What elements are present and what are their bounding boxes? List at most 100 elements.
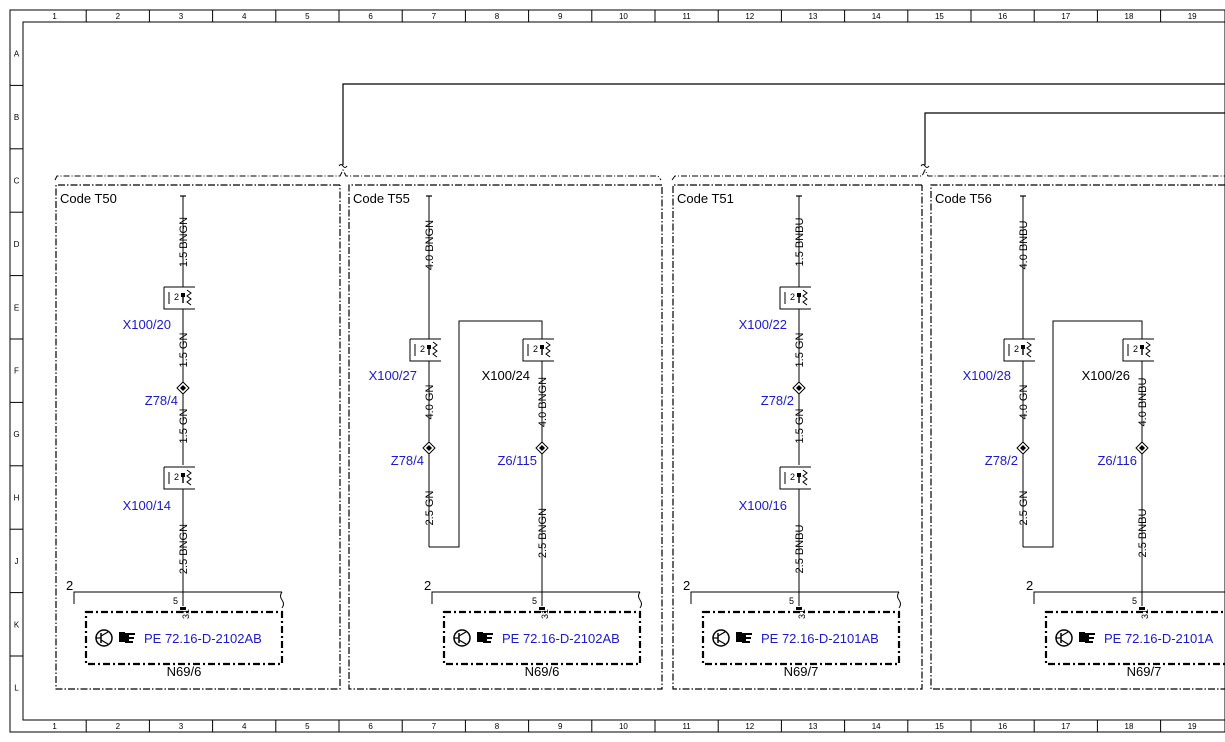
column-label-bottom: 16 (998, 722, 1007, 731)
column-label-bottom: 3 (179, 722, 184, 731)
connector-symbol: 2 (779, 286, 811, 310)
panel-code-label: Code T50 (60, 191, 117, 206)
module-pin-bracket (73, 591, 282, 604)
module-pin-number: 2 (66, 578, 73, 593)
module-pin-number: 2 (683, 578, 690, 593)
column-label-top: 8 (495, 12, 500, 21)
row-label: F (14, 367, 19, 376)
connector-label: X100/14 (123, 498, 171, 513)
column-label-bottom: 1 (52, 722, 57, 731)
connector-symbol: 2 (779, 466, 811, 490)
wire-jumper (1023, 320, 1143, 548)
group-bracket-1 (54, 168, 662, 181)
column-label-top: 19 (1188, 12, 1197, 21)
module-terminal (539, 607, 545, 610)
feed-line-2 (924, 112, 1225, 165)
column-label-bottom: 18 (1125, 722, 1134, 731)
column-label-top: 13 (809, 12, 818, 21)
module-break (638, 591, 642, 609)
wire-label: 4.0 BNGN (537, 377, 549, 427)
column-label-bottom: 6 (368, 722, 373, 731)
panel-frame (930, 184, 1225, 690)
column-label-bottom: 7 (432, 722, 437, 731)
column-label-top: 3 (179, 12, 184, 21)
module-terminal-number: 31 (181, 609, 191, 619)
module-box (84, 610, 284, 666)
connector-symbol: 2 (522, 338, 554, 362)
connector-pin-label: 2 (174, 472, 179, 482)
column-label-top: 12 (745, 12, 754, 21)
splice-symbol (176, 381, 190, 395)
column-label-top: 15 (935, 12, 944, 21)
module-terminal-number: 31 (1140, 609, 1150, 619)
connector-label: X100/27 (369, 368, 417, 383)
module-box (1044, 610, 1225, 666)
transistor-icon (1055, 629, 1073, 647)
row-label: C (14, 177, 20, 186)
module-pin-number: 2 (1026, 578, 1033, 593)
module-break (280, 591, 284, 609)
column-label-top: 11 (682, 12, 691, 21)
row-label: E (14, 303, 19, 312)
column-label-bottom: 5 (305, 722, 310, 731)
connector-pin-label: 2 (533, 344, 538, 354)
break-mark (338, 164, 348, 168)
pointing-hand-icon (736, 632, 752, 643)
row-label: D (14, 240, 20, 249)
panel-code-label: Code T55 (353, 191, 410, 206)
module-pin-bracket (690, 591, 899, 604)
splice-label: Z78/2 (761, 393, 794, 408)
module-pin-number: 2 (424, 578, 431, 593)
wire-label: 2.5 BNBU (1137, 508, 1149, 557)
module-terminal (180, 607, 186, 610)
connector-symbol: 2 (163, 286, 195, 310)
module-name: N69/6 (525, 664, 560, 679)
panel-code-label: Code T56 (935, 191, 992, 206)
connector-symbol: 2 (163, 466, 195, 490)
module-reference-link: PE 72.16-D-2101AB (761, 631, 879, 646)
wire-label: 4.0 GN (1018, 385, 1030, 420)
splice-symbol (792, 381, 806, 395)
module-pin-bracket (431, 591, 640, 604)
connector-label: X100/24 (482, 368, 530, 383)
module-name: N69/7 (1127, 664, 1162, 679)
connector-pin-label: 2 (790, 472, 795, 482)
column-label-bottom: 10 (619, 722, 628, 731)
column-label-top: 7 (432, 12, 437, 21)
wire-label: 4.0 BNBU (1018, 220, 1030, 269)
column-label-bottom: 17 (1061, 722, 1070, 731)
transistor-icon (712, 629, 730, 647)
column-label-bottom: 2 (116, 722, 121, 731)
module-terminal (796, 607, 802, 610)
wire-label: 1.5 BNGN (178, 217, 190, 267)
row-label: G (13, 430, 19, 439)
row-label: H (14, 494, 20, 503)
splice-label: Z78/2 (985, 453, 1018, 468)
splice-symbol (1135, 441, 1149, 455)
connector-label: X100/28 (963, 368, 1011, 383)
column-label-bottom: 13 (809, 722, 818, 731)
connector-label: X100/16 (739, 498, 787, 513)
connector-symbol: 2 (1003, 338, 1035, 362)
panel-code-label: Code T51 (677, 191, 734, 206)
connector-pin-label: 2 (420, 344, 425, 354)
inner-frame (22, 21, 1225, 721)
column-label-top: 16 (998, 12, 1007, 21)
wire-label: 1.5 GN (794, 409, 806, 444)
column-label-top: 14 (872, 12, 881, 21)
module-reference-link: PE 72.16-D-2102AB (144, 631, 262, 646)
splice-label: Z6/115 (497, 453, 537, 468)
panel-frame (672, 184, 923, 690)
module-box (442, 610, 642, 666)
wire-label: 1.5 GN (178, 409, 190, 444)
connector-label: X100/26 (1082, 368, 1130, 383)
connector-pin-label: 2 (790, 292, 795, 302)
pointing-hand-icon (119, 632, 135, 643)
break-mark (920, 164, 930, 168)
column-label-top: 18 (1125, 12, 1134, 21)
connector-symbol: 2 (409, 338, 441, 362)
panel-frame (55, 184, 341, 690)
row-label: B (14, 113, 19, 122)
module-terminal (1139, 607, 1145, 610)
